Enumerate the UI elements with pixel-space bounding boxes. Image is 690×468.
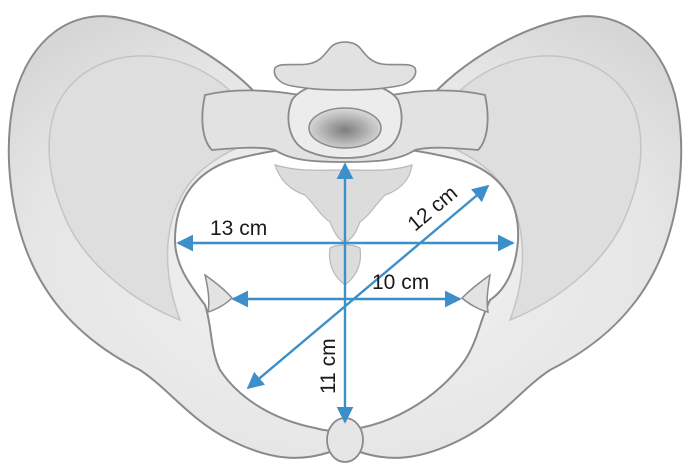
- interspinous-diameter-label: 10 cm: [372, 271, 429, 294]
- pubic-symphysis: [326, 417, 364, 463]
- vertebral-canal: [308, 107, 382, 149]
- transverse-diameter-label: 13 cm: [210, 217, 267, 240]
- anteroposterior-diameter-label: 11 cm: [317, 338, 340, 394]
- oblique-diameter-arrow: [246, 184, 490, 390]
- vertebra-spinous-process: [273, 41, 417, 91]
- left-ischial-spine: [203, 273, 234, 314]
